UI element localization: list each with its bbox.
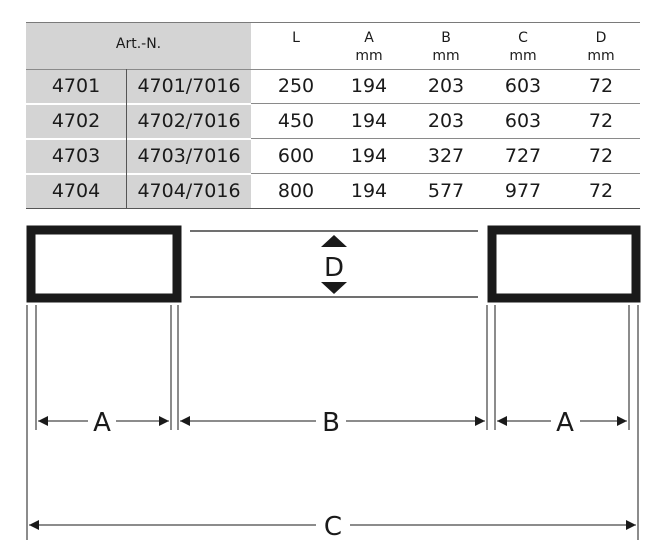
column-header-d: D mm (571, 29, 631, 65)
art-number-variant: 4702/7016 (137, 110, 241, 132)
row-separator (26, 138, 251, 140)
column-unit: mm (509, 48, 537, 64)
value-b: 577 (427, 180, 465, 202)
value-a: 194 (350, 145, 388, 167)
dimension-diagram: D A B A C (26, 225, 641, 542)
a-right-label: A (556, 408, 574, 438)
arrowhead (29, 520, 39, 530)
value-c: 603 (504, 75, 542, 97)
d-arrow-down (321, 282, 347, 294)
value-d: 72 (588, 110, 614, 132)
value-l: 600 (277, 145, 315, 167)
arrowhead (475, 416, 485, 426)
column-name: A (364, 30, 374, 46)
value-d: 72 (588, 180, 614, 202)
arrowhead (38, 416, 48, 426)
dimension-c: C (29, 512, 636, 542)
row-separator (26, 103, 251, 105)
art-number-variant: 4703/7016 (137, 145, 241, 167)
arrowhead (497, 416, 507, 426)
dimension-a-left: A (38, 408, 169, 438)
table-bottom-rule (26, 208, 640, 209)
value-c: 977 (504, 180, 542, 202)
row-background (26, 70, 251, 103)
row-rule (26, 173, 640, 174)
value-c: 727 (504, 145, 542, 167)
b-label: B (322, 408, 340, 438)
column-header-l: L (266, 29, 326, 47)
value-l: 250 (277, 75, 315, 97)
value-d: 72 (588, 75, 614, 97)
row-background (26, 105, 251, 138)
row-rule (26, 103, 640, 104)
arrowhead (617, 416, 627, 426)
arrowhead (159, 416, 169, 426)
value-a: 194 (350, 75, 388, 97)
value-a: 194 (350, 180, 388, 202)
art-number: 4704 (51, 180, 101, 202)
value-b: 327 (427, 145, 465, 167)
art-number-variant: 4701/7016 (137, 75, 241, 97)
value-d: 72 (588, 145, 614, 167)
art-number-header: Art.-N. (115, 36, 162, 52)
value-l: 800 (277, 180, 315, 202)
row-background (26, 175, 251, 208)
art-header-background (26, 22, 251, 69)
value-c: 603 (504, 110, 542, 132)
d-label: D (324, 253, 344, 283)
c-label: C (324, 512, 342, 542)
dimension-b: B (180, 408, 485, 438)
right-profile (487, 225, 641, 303)
column-name: B (441, 30, 451, 46)
row-background (26, 140, 251, 173)
arrowhead (180, 416, 190, 426)
column-unit: mm (587, 48, 615, 64)
column-name: L (292, 30, 300, 46)
art-number: 4702 (51, 110, 101, 132)
art-number: 4703 (51, 145, 101, 167)
row-rule (26, 138, 640, 139)
column-name: C (518, 30, 528, 46)
value-l: 450 (277, 110, 315, 132)
art-number-variant: 4704/7016 (137, 180, 241, 202)
column-header-a: A mm (339, 29, 399, 65)
column-header-c: C mm (493, 29, 553, 65)
spec-table: Art.-N. L A mm B mm C mm D mm 4701 4701/… (26, 22, 640, 209)
dimension-a-right: A (497, 408, 627, 438)
column-name: D (595, 30, 607, 46)
value-b: 203 (427, 75, 465, 97)
table-top-rule (26, 22, 640, 23)
column-unit: mm (432, 48, 460, 64)
extension-lines (26, 305, 639, 540)
header-rule (26, 69, 640, 70)
art-number: 4701 (51, 75, 101, 97)
d-arrow-up (321, 235, 347, 247)
left-profile (26, 225, 182, 303)
value-a: 194 (350, 110, 388, 132)
column-unit: mm (355, 48, 383, 64)
column-header-b: B mm (416, 29, 476, 65)
value-b: 203 (427, 110, 465, 132)
arrowhead (626, 520, 636, 530)
a-left-label: A (93, 408, 111, 438)
art-column-divider (126, 69, 127, 209)
row-separator (26, 173, 251, 175)
